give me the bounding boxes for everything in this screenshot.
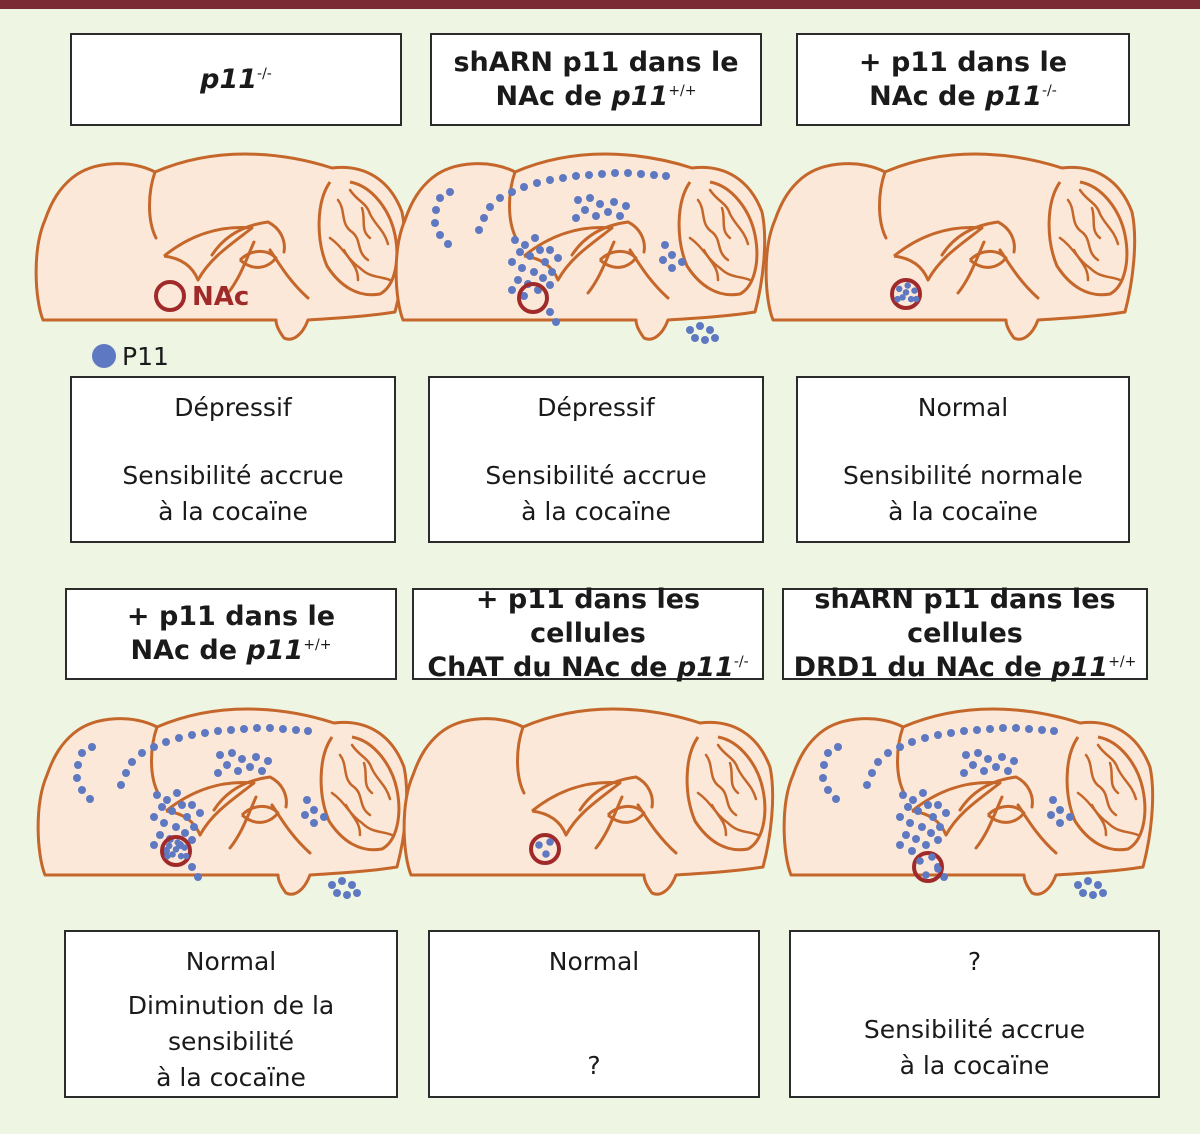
brain-panel-4 bbox=[36, 707, 409, 899]
brain-panel-2 bbox=[394, 152, 767, 344]
legend-p11-dot bbox=[92, 344, 116, 368]
panel-3-header: + p11 dans le NAc de p11-/- bbox=[796, 33, 1130, 126]
nac-label: NAc bbox=[192, 282, 249, 312]
panel-2-result: Dépressif Sensibilité accrue à la cocaïn… bbox=[428, 376, 764, 543]
panel-5-header: + p11 dans les cellules ChAT du NAc de p… bbox=[412, 584, 764, 683]
brain-panel-5 bbox=[402, 707, 775, 896]
nac-circle bbox=[529, 833, 561, 865]
nac-circle bbox=[154, 280, 186, 312]
panel-3-result: Normal Sensibilité normale à la cocaïne bbox=[796, 376, 1130, 543]
brain-panel-3 bbox=[764, 152, 1137, 341]
legend: P11 bbox=[92, 342, 169, 371]
nac-circle bbox=[517, 282, 549, 314]
panel-1-result: Dépressif Sensibilité accrue à la cocaïn… bbox=[70, 376, 396, 543]
brain-panel-1: NAc bbox=[34, 152, 407, 341]
panel-1-header: p11-/- bbox=[70, 33, 402, 126]
top-bar bbox=[0, 0, 1200, 9]
legend-label: P11 bbox=[122, 342, 169, 371]
brain-panel-6 bbox=[782, 707, 1155, 899]
panel-4-header: + p11 dans le NAc de p11+/+ bbox=[65, 588, 397, 680]
panel-2-header: shARN p11 dans le NAc de p11+/+ bbox=[430, 33, 762, 126]
nac-circle bbox=[160, 835, 192, 867]
panel-5-result: Normal ? bbox=[428, 930, 760, 1098]
panel-6-header: shARN p11 dans les cellules DRD1 du NAc … bbox=[782, 584, 1148, 683]
panel-6-result: ? Sensibilité accrue à la cocaïne bbox=[789, 930, 1160, 1098]
nac-circle bbox=[912, 851, 944, 883]
nac-circle bbox=[890, 278, 922, 310]
panel-4-result: Normal Diminution de la sensibilité à la… bbox=[64, 930, 398, 1098]
